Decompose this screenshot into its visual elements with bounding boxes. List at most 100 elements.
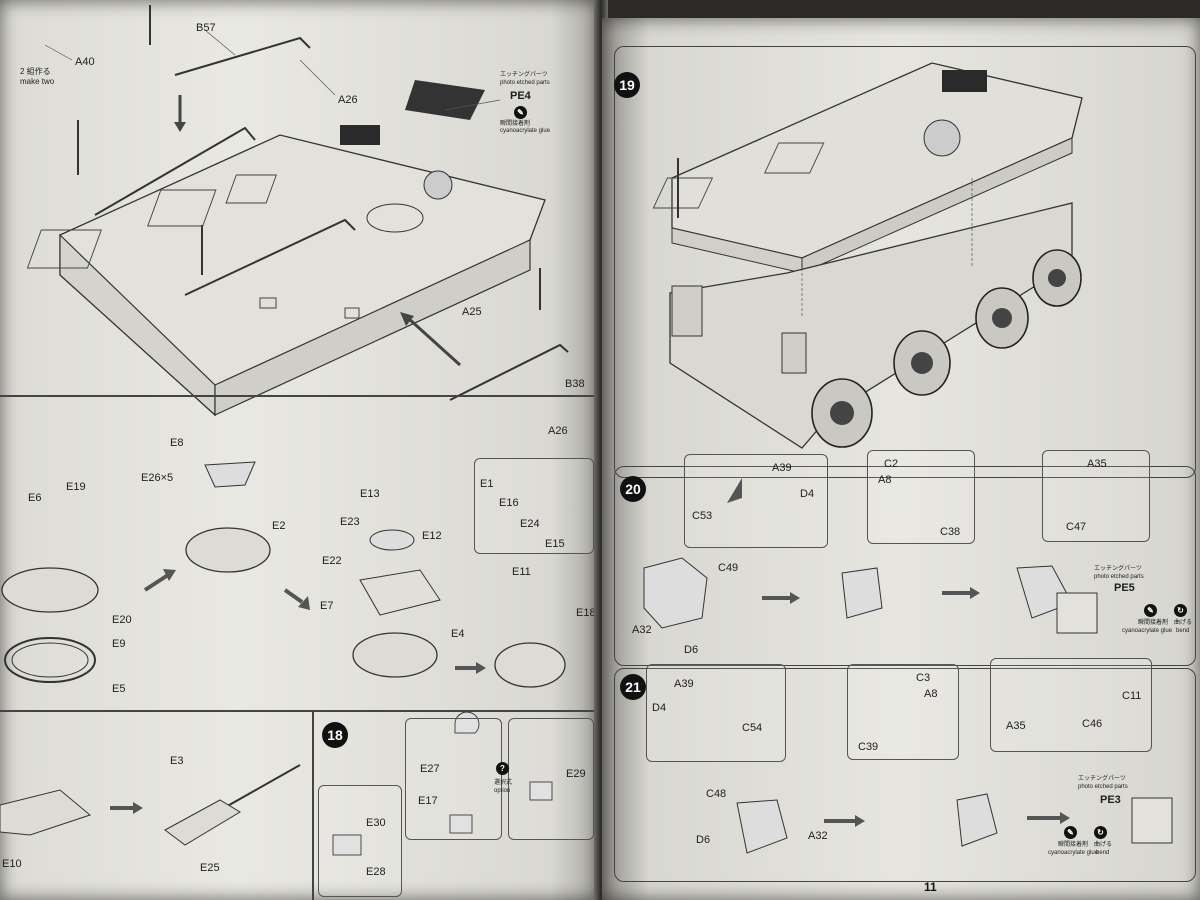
bend-icon-20: ↻ — [1174, 604, 1187, 617]
label-E4: E4 — [451, 628, 465, 640]
label-A26-top: A26 — [338, 94, 358, 106]
left-page: 2 組作る make two A40 B57 A26 エッチングパーツ phot… — [0, 0, 598, 900]
step-20-badge: 20 — [620, 476, 646, 502]
glue-21: 瞬間接着剤 — [1058, 842, 1089, 848]
label-A26-bottom: A26 — [548, 425, 568, 437]
label-C11: C11 — [1122, 690, 1142, 702]
bend-icon-21: ↻ — [1094, 826, 1107, 839]
note-make-two-en: make two — [20, 77, 55, 86]
turret-ring-drawing — [1, 461, 566, 688]
step-21-panel — [614, 668, 1196, 882]
note-make-two: 2 組作る — [20, 67, 51, 76]
label-E20: E20 — [112, 614, 132, 626]
label-A25: A25 — [462, 306, 482, 318]
label-E11: E11 — [512, 566, 531, 578]
label-E9: E9 — [112, 638, 126, 650]
label-A35-20: A35 — [1087, 458, 1107, 470]
label-D6-20: D6 — [684, 644, 699, 656]
label-PE3: PE3 — [1100, 794, 1121, 806]
label-E7: E7 — [320, 600, 334, 612]
label-C39: C39 — [858, 741, 879, 753]
label-A32-20: A32 — [632, 624, 652, 636]
label-E15: E15 — [545, 538, 565, 550]
label-E29: E29 — [566, 768, 586, 780]
label-E13: E13 — [360, 488, 380, 500]
label-E5: E5 — [112, 683, 126, 695]
step20-inset-c — [1042, 450, 1150, 542]
label-E23: E23 — [340, 516, 360, 528]
label-E16: E16 — [499, 497, 519, 509]
option-label-en: option — [494, 788, 511, 794]
step21-parts-drawing — [736, 793, 1173, 854]
label-C49: C49 — [718, 562, 739, 574]
label-E28: E28 — [366, 866, 386, 878]
label-A32-21: A32 — [808, 830, 828, 842]
label-A8-20: A8 — [878, 474, 892, 486]
label-B38: B38 — [565, 378, 585, 390]
bend-en-20: bend — [1176, 628, 1190, 634]
pe-note2-en: cyanoacrylate glue — [500, 128, 551, 134]
vehicle-drawing — [652, 62, 1083, 449]
option-icon: ? — [496, 762, 509, 775]
option-label: 選択式 — [494, 780, 513, 786]
hull-roof-drawing — [26, 5, 569, 417]
bend-21: 曲げる — [1094, 842, 1113, 848]
glue-icon: ✎ — [514, 106, 527, 119]
label-E17: E17 — [418, 795, 438, 807]
label-A8-21: A8 — [924, 688, 938, 700]
step21-inset-b — [847, 664, 959, 760]
pe-note-en-20: photo etched parts — [1094, 574, 1144, 580]
label-E12: E12 — [422, 530, 442, 542]
detail-inset-e1 — [474, 458, 594, 554]
page-number: 11 — [924, 880, 937, 894]
step-19-panel — [614, 46, 1196, 478]
label-A35-21: A35 — [1006, 720, 1026, 732]
label-C53: C53 — [692, 510, 713, 522]
glue-20: 瞬間接着剤 — [1138, 620, 1169, 626]
glue-en-20: cyanoacrylate glue — [1122, 628, 1173, 634]
step-20-panel — [614, 466, 1196, 666]
machine-gun-drawing — [0, 711, 553, 856]
glue-icon-21: ✎ — [1064, 826, 1077, 839]
label-PE5: PE5 — [1114, 582, 1135, 594]
label-E6: E6 — [28, 492, 42, 504]
label-C48: C48 — [706, 788, 727, 800]
glue-en-21: cyanoacrylate glue — [1048, 850, 1099, 856]
label-E25: E25 — [200, 862, 220, 874]
label-D4-20: D4 — [800, 488, 815, 500]
label-E22: E22 — [322, 555, 342, 567]
pe-note-21: エッチングパーツ — [1078, 776, 1126, 782]
pe-note2: 瞬間接着剤 — [500, 121, 531, 127]
label-D4-21: D4 — [652, 702, 667, 714]
glue-icon-20: ✎ — [1144, 604, 1157, 617]
step-18-badge: 18 — [322, 722, 348, 748]
divider-step18 — [312, 710, 314, 900]
bend-en-21: bend — [1096, 850, 1110, 856]
divider-bottom — [0, 710, 594, 712]
label-E3: E3 — [170, 755, 184, 767]
label-C3: C3 — [916, 672, 931, 684]
step21-inset-a — [646, 664, 786, 762]
pe-note: エッチングパーツ — [500, 72, 548, 78]
label-A39-21: A39 — [674, 678, 694, 690]
step20-inset-a — [684, 454, 828, 548]
step18-inset-a — [405, 718, 502, 840]
step-19-badge: 19 — [614, 72, 640, 98]
pe-note-en: photo etched parts — [500, 80, 550, 86]
label-E18: E18 — [576, 607, 596, 619]
label-C38: C38 — [940, 526, 961, 538]
label-PE4: PE4 — [510, 90, 531, 102]
pe-note-20: エッチングパーツ — [1094, 566, 1142, 572]
right-page: 19 20 — [602, 18, 1200, 900]
step18-inset-b — [508, 718, 594, 840]
label-E30: E30 — [366, 817, 386, 829]
label-C47: C47 — [1066, 521, 1087, 533]
pe-note-en-21: photo etched parts — [1078, 784, 1128, 790]
label-E2: E2 — [272, 520, 286, 532]
label-C2: C2 — [884, 458, 899, 470]
label-C46: C46 — [1082, 718, 1103, 730]
label-A40: A40 — [75, 56, 95, 68]
label-E10: E10 — [2, 858, 22, 870]
bend-20: 曲げる — [1174, 620, 1193, 626]
step18-inset-c — [318, 785, 402, 897]
